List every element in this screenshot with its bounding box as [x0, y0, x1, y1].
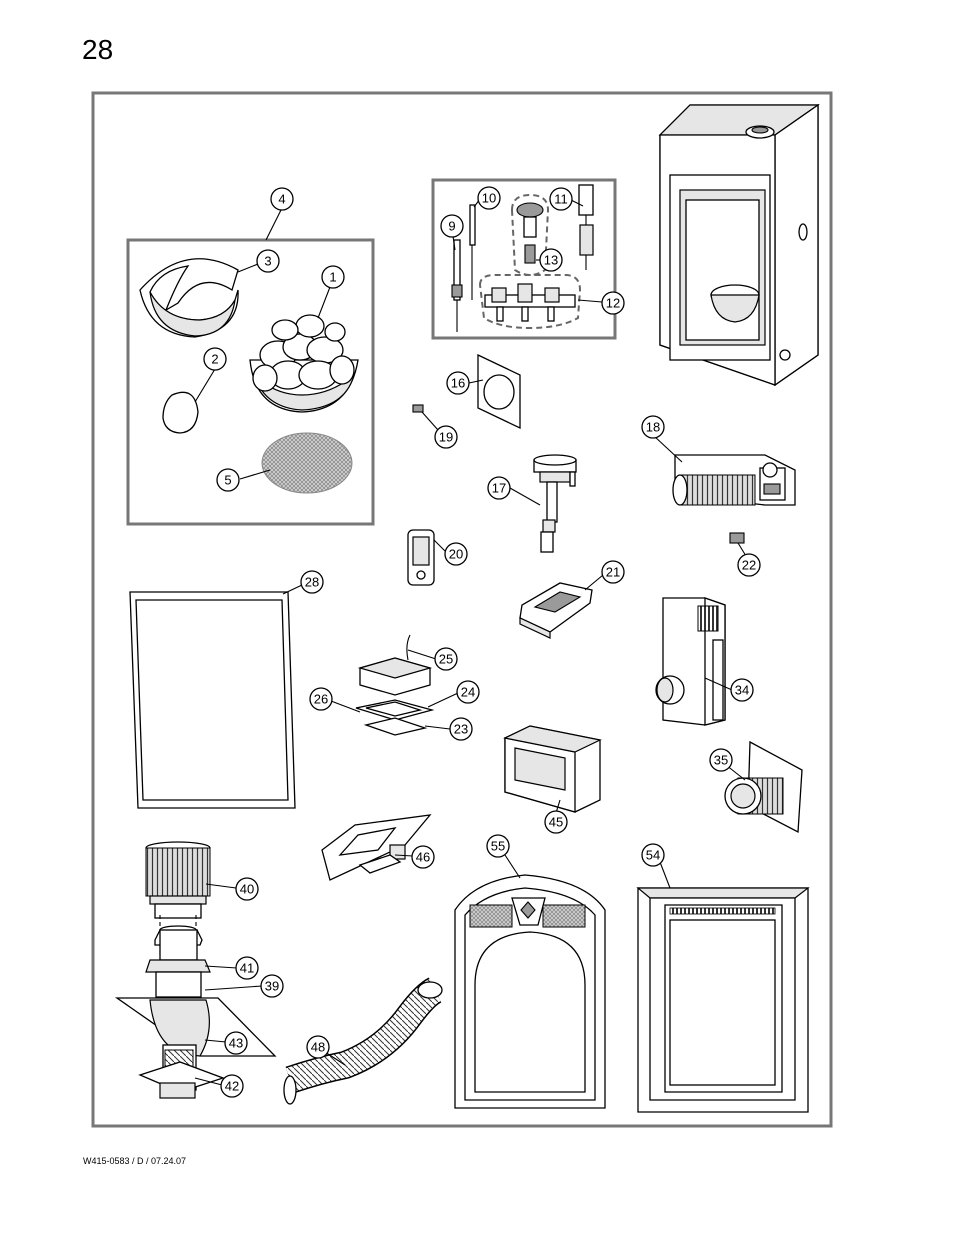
callout-40: 40	[235, 877, 259, 901]
part-connector	[412, 404, 424, 413]
callout-23: 23	[449, 717, 473, 741]
part-vent-pipe-assembly	[114, 915, 277, 1099]
callout-28-label: 28	[305, 575, 319, 590]
part-glass-frame	[129, 591, 296, 809]
callout-13: 13	[539, 248, 563, 272]
callout-35-label: 35	[714, 753, 728, 768]
callout-26-label: 26	[314, 692, 328, 707]
media-kit-box	[126, 238, 375, 526]
callout-19-label: 19	[439, 430, 453, 445]
callout-17: 17	[487, 476, 511, 500]
callout-39-label: 39	[265, 979, 279, 994]
callout-46-label: 46	[416, 850, 430, 865]
fireplace-unit	[658, 103, 820, 387]
callout-11: 11	[549, 187, 573, 211]
part-receiver	[519, 582, 593, 639]
callout-45-label: 45	[549, 815, 563, 830]
callout-34-label: 34	[735, 683, 749, 698]
callout-21-label: 21	[606, 565, 620, 580]
callout-23-label: 23	[454, 722, 468, 737]
callout-2: 2	[203, 347, 227, 371]
callout-16: 16	[446, 371, 470, 395]
part-bowl-liner	[139, 258, 239, 338]
callout-24-label: 24	[461, 685, 475, 700]
part-vent-housing	[655, 597, 726, 726]
callout-4: 4	[270, 187, 294, 211]
callout-55-label: 55	[491, 839, 505, 854]
part-pilot-assembly	[533, 454, 577, 553]
part-arched-front	[454, 874, 606, 1109]
callout-22-label: 22	[742, 558, 756, 573]
callout-34: 34	[730, 678, 754, 702]
part-gasket-plate	[477, 353, 521, 430]
callout-9: 9	[440, 214, 464, 238]
callout-42-label: 42	[225, 1079, 239, 1094]
callout-10-label: 10	[482, 191, 496, 206]
callout-45: 45	[544, 810, 568, 834]
callout-41: 41	[235, 956, 259, 980]
callout-21: 21	[601, 560, 625, 584]
callout-48-label: 48	[311, 1040, 325, 1055]
callout-54-label: 54	[646, 848, 660, 863]
callout-26: 26	[309, 687, 333, 711]
callout-1-label: 1	[329, 270, 336, 285]
callout-12: 12	[601, 291, 625, 315]
callout-5-label: 5	[224, 473, 231, 488]
callout-55: 55	[486, 834, 510, 858]
callout-18-label: 18	[646, 420, 660, 435]
callout-1: 1	[321, 265, 345, 289]
diagram-frame	[91, 91, 833, 1128]
page-number: 28	[82, 34, 114, 65]
part-mesh	[261, 432, 353, 494]
callout-13-label: 13	[544, 253, 558, 268]
callout-46: 46	[411, 845, 435, 869]
callout-4-label: 4	[278, 192, 285, 207]
callout-40-label: 40	[240, 882, 254, 897]
callout-2-label: 2	[211, 352, 218, 367]
callout-18: 18	[641, 415, 665, 439]
part-rear-vent-box	[503, 725, 602, 813]
part-blower	[672, 454, 796, 506]
part-valve-parts	[451, 184, 594, 332]
callout-10: 10	[477, 186, 501, 210]
document-code: W415-0583 / D / 07.24.07	[83, 1156, 187, 1166]
callout-12-label: 12	[606, 296, 620, 311]
callout-25: 25	[434, 647, 458, 671]
callout-24: 24	[456, 680, 480, 704]
callout-25-label: 25	[439, 652, 453, 667]
callout-9-label: 9	[448, 219, 455, 234]
callout-42: 42	[220, 1074, 244, 1098]
part-bracket	[321, 814, 432, 881]
callout-11-label: 11	[554, 192, 568, 207]
part-vent-cap	[145, 841, 211, 919]
leader-lines	[194, 198, 747, 1086]
callout-43-label: 43	[229, 1036, 243, 1051]
callout-3-label: 3	[264, 254, 271, 269]
callout-41-label: 41	[240, 961, 254, 976]
callout-54: 54	[641, 843, 665, 867]
part-remote	[407, 529, 435, 586]
part-bowl-with-stones	[249, 314, 359, 413]
callout-48: 48	[306, 1035, 330, 1059]
valve-parts-box	[431, 178, 617, 340]
callout-19: 19	[434, 425, 458, 449]
callout-5: 5	[216, 468, 240, 492]
callout-39: 39	[260, 974, 284, 998]
callout-3: 3	[256, 249, 280, 273]
callout-17-label: 17	[492, 481, 506, 496]
part-stone	[162, 391, 199, 434]
callout-20: 20	[444, 542, 468, 566]
part-control-box	[355, 634, 435, 736]
callout-22: 22	[737, 553, 761, 577]
callout-35: 35	[709, 748, 733, 772]
part-small-plug	[729, 532, 745, 544]
part-rectangular-front	[636, 887, 810, 1113]
callout-28: 28	[300, 570, 324, 594]
callout-16-label: 16	[451, 376, 465, 391]
callout-43: 43	[224, 1031, 248, 1055]
callout-20-label: 20	[449, 547, 463, 562]
part-vent-termination	[724, 740, 803, 834]
